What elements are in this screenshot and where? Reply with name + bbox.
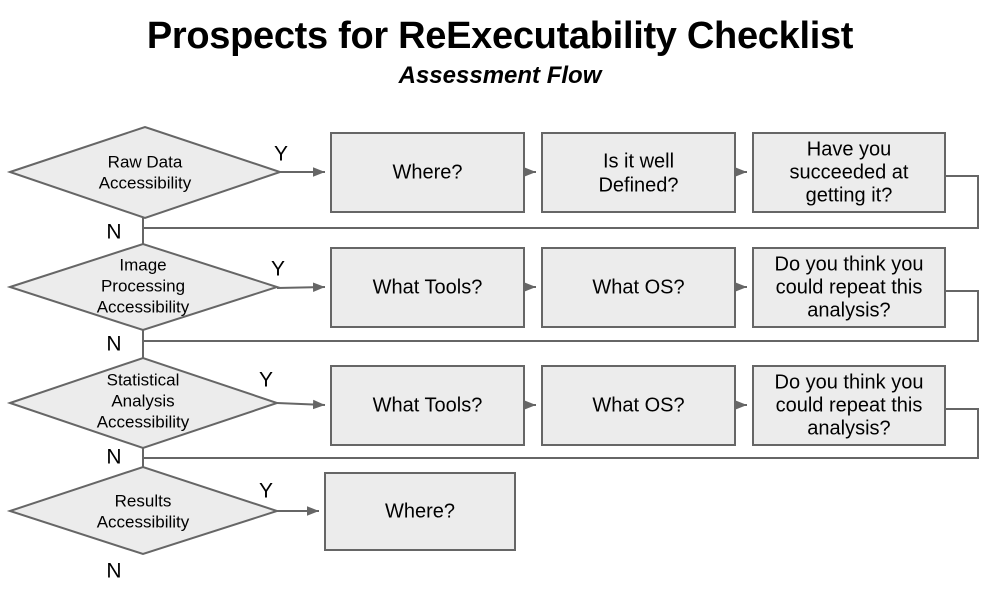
- process-label-line: What Tools?: [373, 276, 483, 298]
- branch-label-no: N: [106, 446, 121, 469]
- process-label-line: Is it well: [603, 150, 674, 172]
- page-subtitle: Assessment Flow: [398, 62, 602, 89]
- return-loop-connector: [142, 408, 979, 470]
- step-could-repeat-analysis-statistical[interactable]: Do you think you could repeat this analy…: [752, 365, 946, 446]
- title-block: Prospects for ReExecutability Checklist …: [0, 0, 1000, 90]
- process-box: [752, 247, 946, 328]
- step-what-os-image-processing[interactable]: What OS?: [541, 247, 736, 328]
- process-label-line: could repeat this: [776, 394, 923, 416]
- process-label-line: Defined?: [598, 174, 678, 196]
- process-box: [541, 365, 736, 446]
- diamond-label-line: Statistical: [107, 370, 180, 389]
- step-what-tools-statistical-analysis[interactable]: What Tools?: [330, 365, 525, 446]
- process-box: [330, 365, 525, 446]
- diamond-label-line: Accessibility: [97, 512, 190, 531]
- diamond-label-line: Image: [119, 255, 166, 274]
- branch-label-yes: Y: [271, 258, 285, 281]
- arrow-decision-to-step: [276, 399, 326, 410]
- process-label-line: Where?: [392, 161, 462, 183]
- process-box: [541, 132, 736, 213]
- diamond-label-line: Analysis: [111, 391, 174, 410]
- branch-label-yes: Y: [274, 143, 288, 166]
- branch-label-yes: Y: [259, 369, 273, 392]
- step-is-it-well-defined[interactable]: Is it well Defined?: [541, 132, 736, 213]
- process-label-line: analysis?: [807, 417, 890, 439]
- return-loop-connector: [142, 175, 979, 247]
- arrow-decision-to-step: [276, 282, 326, 293]
- process-label-line: succeeded at: [790, 161, 909, 183]
- step-what-tools-image-processing[interactable]: What Tools?: [330, 247, 525, 328]
- process-label-line: Do you think you: [775, 253, 924, 275]
- process-label-line: Where?: [385, 500, 455, 522]
- process-label-line: What OS?: [592, 276, 684, 298]
- process-label-line: What Tools?: [373, 394, 483, 416]
- process-label-line: Do you think you: [775, 371, 924, 393]
- diamond-label-line: Accessibility: [97, 412, 190, 431]
- process-box: [752, 365, 946, 446]
- process-label-line: What OS?: [592, 394, 684, 416]
- branch-label-yes: Y: [259, 480, 273, 503]
- process-label-line: getting it?: [806, 184, 893, 206]
- diamond-label-line: Results: [115, 491, 172, 510]
- diamond-label-line: Processing: [101, 276, 185, 295]
- return-loop-connector: [142, 290, 979, 361]
- process-label-line: Have you: [807, 138, 892, 160]
- branch-label-no: N: [106, 333, 121, 356]
- step-could-repeat-analysis-image-processing[interactable]: Do you think you could repeat this analy…: [752, 247, 946, 328]
- process-label-line: analysis?: [807, 299, 890, 321]
- page-title: Prospects for ReExecutability Checklist: [146, 15, 854, 57]
- decision-raw-data-accessibility[interactable]: Raw Data Accessibility: [6, 125, 284, 220]
- process-box: [752, 132, 946, 213]
- decision-image-processing-accessibility[interactable]: Image Processing Accessibility: [6, 242, 281, 332]
- decision-statistical-analysis-accessibility[interactable]: Statistical Analysis Accessibility: [6, 356, 281, 450]
- process-box: [330, 247, 525, 328]
- step-where-raw-data[interactable]: Where?: [330, 132, 525, 213]
- diamond-shape: [6, 465, 281, 556]
- step-what-os-statistical-analysis[interactable]: What OS?: [541, 365, 736, 446]
- diamond-label-line: Accessibility: [99, 173, 192, 192]
- step-have-you-succeeded-at-getting-it[interactable]: Have you succeeded at getting it?: [752, 132, 946, 213]
- step-where-results[interactable]: Where?: [324, 472, 516, 551]
- diamond-label-line: Accessibility: [97, 297, 190, 316]
- diamond-label-line: Raw Data: [108, 152, 183, 171]
- decision-results-accessibility[interactable]: Results Accessibility: [6, 465, 281, 556]
- branch-label-no: N: [106, 560, 121, 583]
- process-box: [324, 472, 516, 551]
- process-label-line: could repeat this: [776, 276, 923, 298]
- branch-label-no: N: [106, 221, 121, 244]
